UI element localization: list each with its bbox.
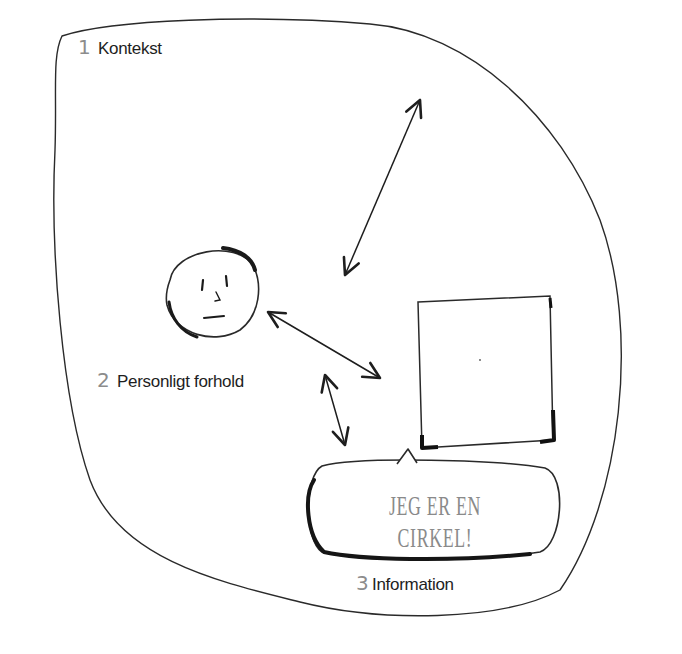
double-arrow — [345, 100, 420, 275]
callout-number: 3 — [356, 571, 374, 595]
callout-number: 1 — [78, 35, 98, 59]
node-label: Personligt forhold — [117, 370, 322, 394]
callout-number: 2 — [97, 368, 117, 392]
node-label: Information — [372, 573, 492, 597]
region-label: Kontekst — [98, 37, 218, 61]
double-arrow — [268, 312, 380, 378]
information-paper-outline — [300, 290, 565, 605]
information-paper: JEG ER EN CIRKEL! 3Information — [300, 290, 565, 605]
speech-text: JEG ER EN CIRKEL! — [353, 490, 518, 554]
person-face: 2Personligt forhold — [95, 240, 325, 400]
double-arrow — [325, 375, 345, 445]
